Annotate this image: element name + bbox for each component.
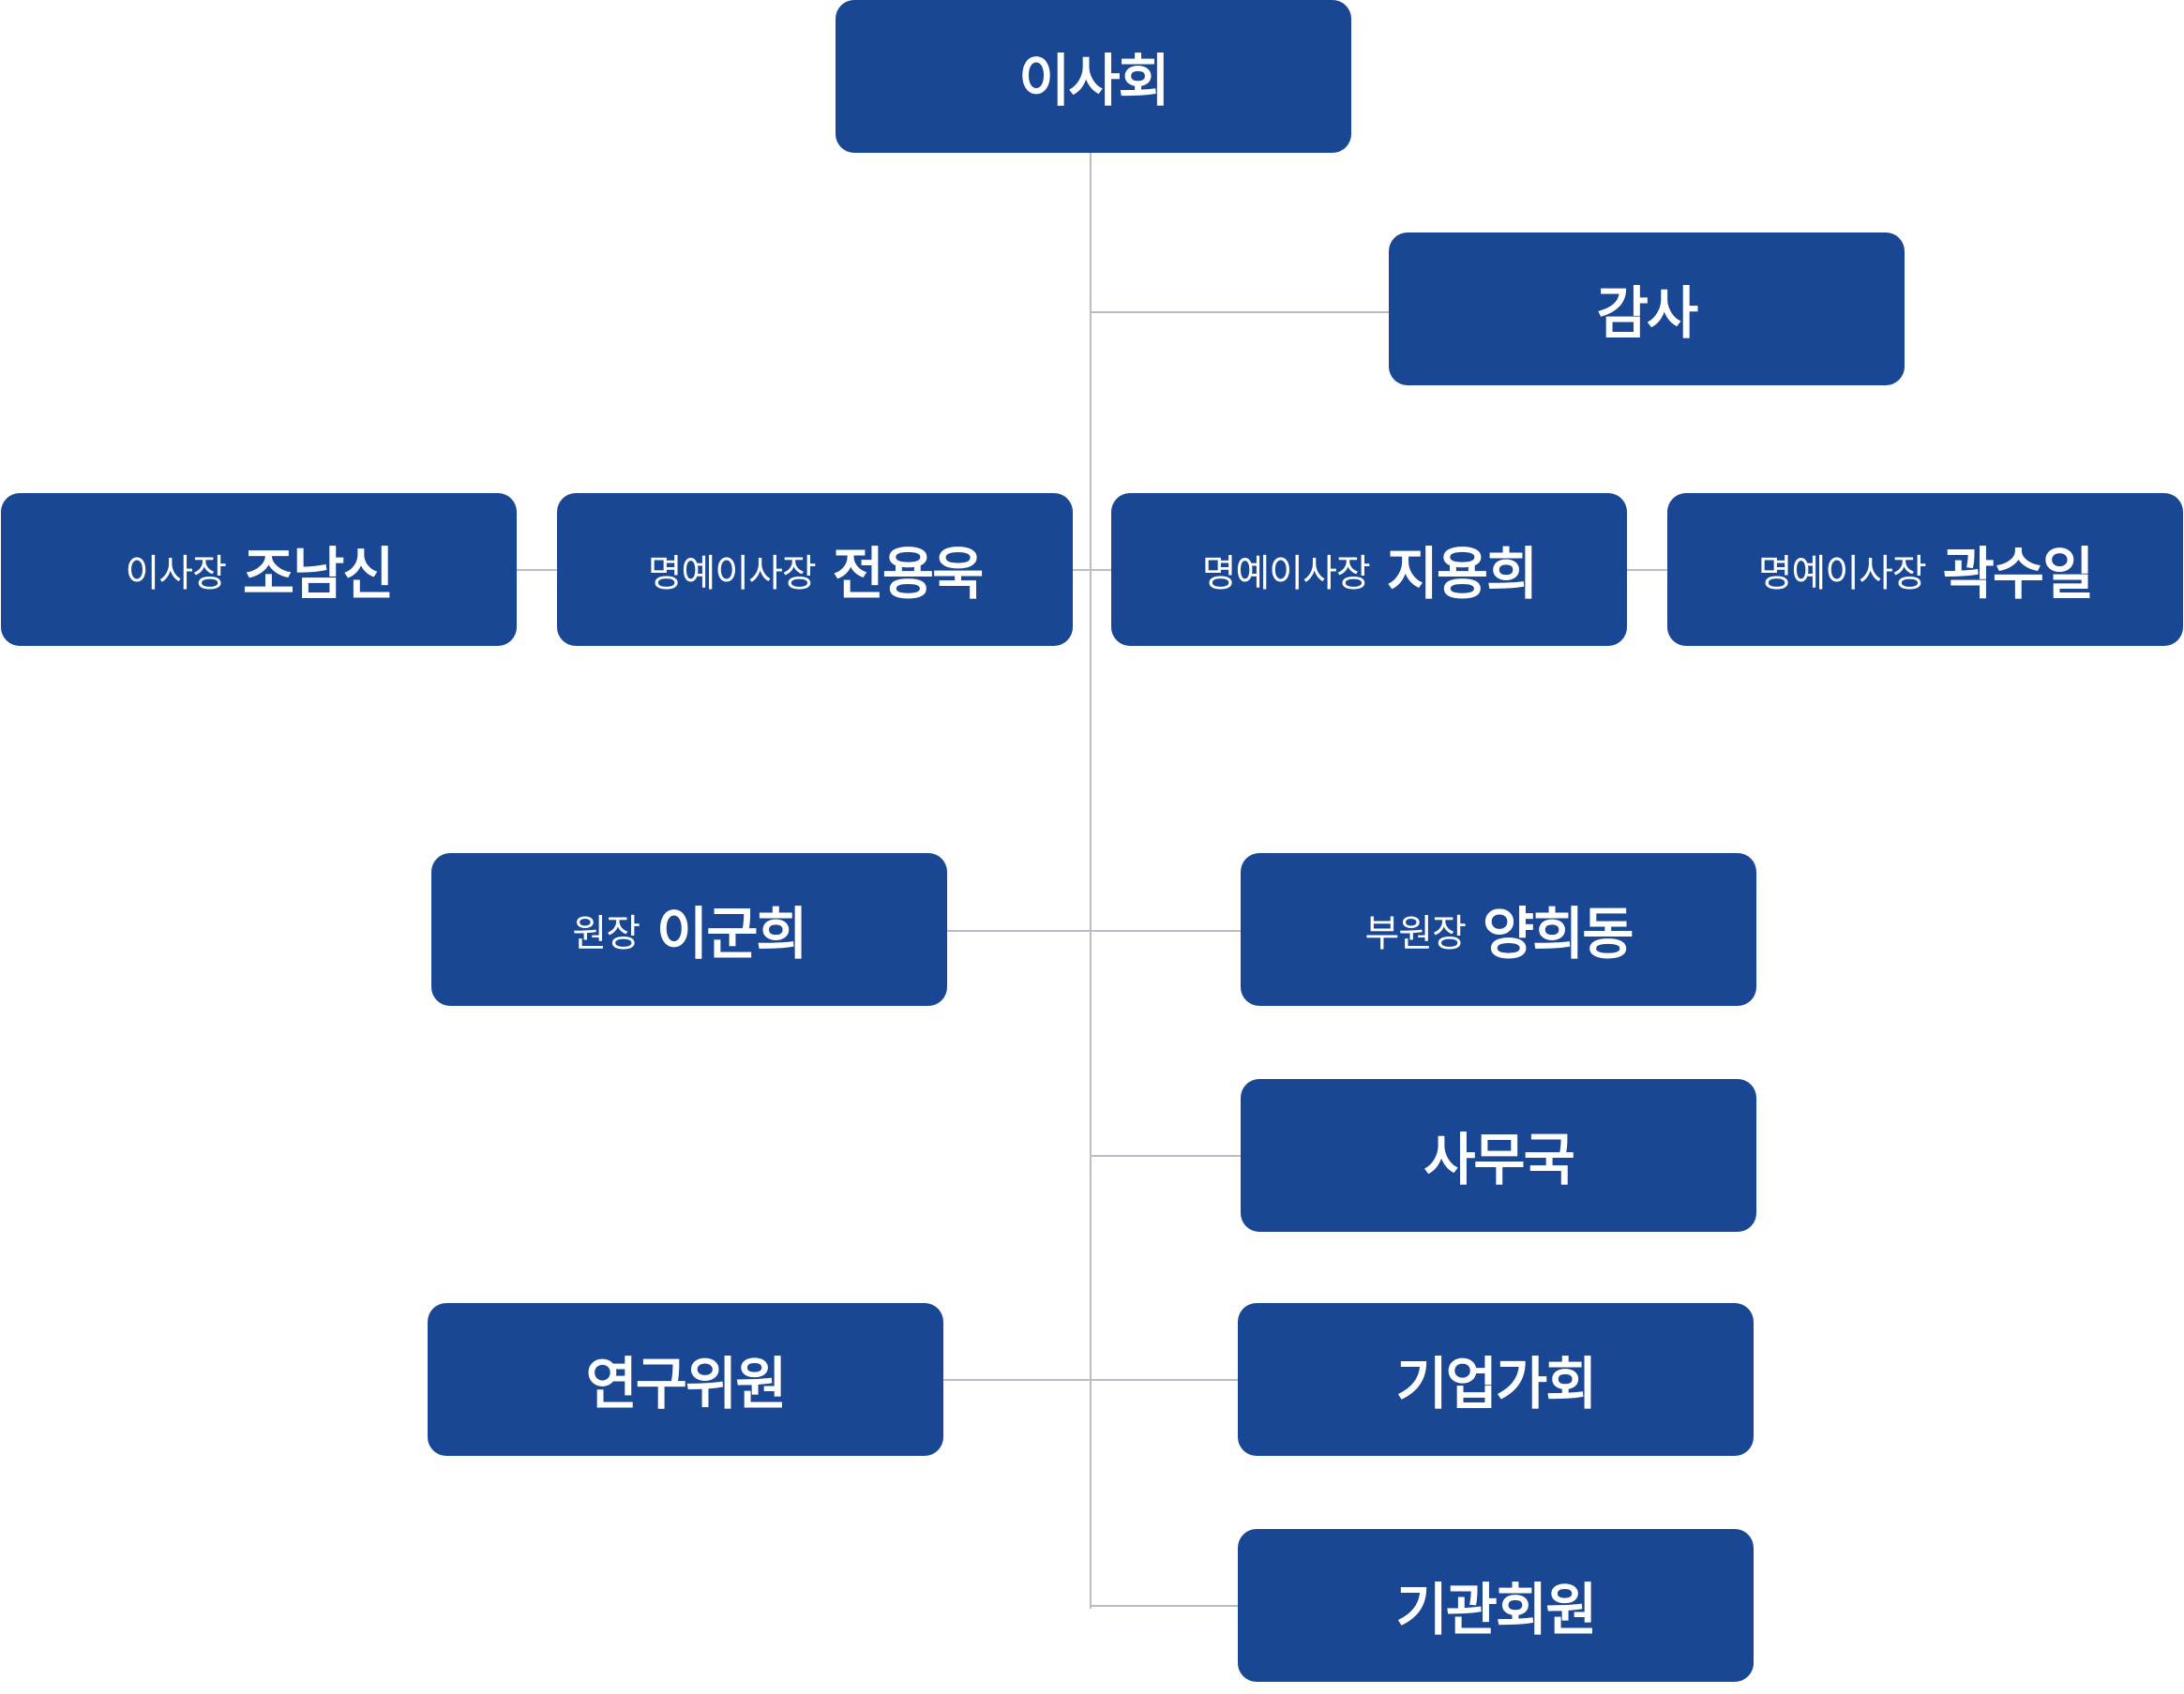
node-honorary-chairman-2[interactable]: 명예이사장 지용희 xyxy=(1111,493,1627,646)
node-director[interactable]: 원장 이군희 xyxy=(431,853,947,1006)
node-person-name: 조남신 xyxy=(242,542,395,607)
node-title: 명예이사장 xyxy=(1201,551,1371,595)
node-title: 명예이사장 xyxy=(647,551,817,595)
node-title: 부원장 xyxy=(1364,911,1466,955)
connector-chairs-right xyxy=(1627,569,1667,571)
node-label: 기업가회 xyxy=(1395,1352,1598,1417)
node-institutional-members[interactable]: 기관회원 xyxy=(1238,1529,1754,1682)
node-honorary-chairman-1[interactable]: 명예이사장 전용욱 xyxy=(557,493,1073,646)
node-chairman[interactable]: 이사장 조남신 xyxy=(1,493,517,646)
connector-director-row xyxy=(947,930,1241,932)
node-label: 이사회 xyxy=(1018,49,1170,114)
node-person-name: 전용욱 xyxy=(832,542,985,607)
node-label: 사무국 xyxy=(1423,1128,1575,1193)
node-auditor[interactable]: 감사 xyxy=(1389,232,1905,385)
node-title: 원장 xyxy=(572,911,640,955)
node-researchers[interactable]: 연구위원 xyxy=(428,1303,943,1456)
node-person-name: 양희동 xyxy=(1482,902,1634,967)
connector-chairs-left xyxy=(517,569,557,571)
node-title: 이사장 xyxy=(125,551,226,595)
node-person-name: 지용희 xyxy=(1386,542,1539,607)
node-title: 명예이사장 xyxy=(1757,551,1927,595)
node-person-name: 이군희 xyxy=(656,902,808,967)
node-secretariat[interactable]: 사무국 xyxy=(1241,1079,1756,1232)
node-label: 기관회원 xyxy=(1395,1578,1598,1643)
node-label: 연구위원 xyxy=(585,1352,788,1417)
node-label: 감사 xyxy=(1596,281,1698,347)
connector-auditor xyxy=(1091,311,1389,313)
node-entrepreneurs[interactable]: 기업가회 xyxy=(1238,1303,1754,1456)
node-honorary-chairman-3[interactable]: 명예이사장 곽수일 xyxy=(1667,493,2183,646)
node-board[interactable]: 이사회 xyxy=(836,0,1351,153)
connector-secretariat xyxy=(1091,1155,1241,1157)
node-vice-director[interactable]: 부원장 양희동 xyxy=(1241,853,1756,1006)
connector-research-row xyxy=(943,1379,1238,1381)
connector-chairs-center xyxy=(1073,569,1111,571)
main-trunk-line xyxy=(1090,153,1092,1609)
connector-institutional xyxy=(1091,1605,1238,1607)
node-person-name: 곽수일 xyxy=(1942,542,2095,607)
